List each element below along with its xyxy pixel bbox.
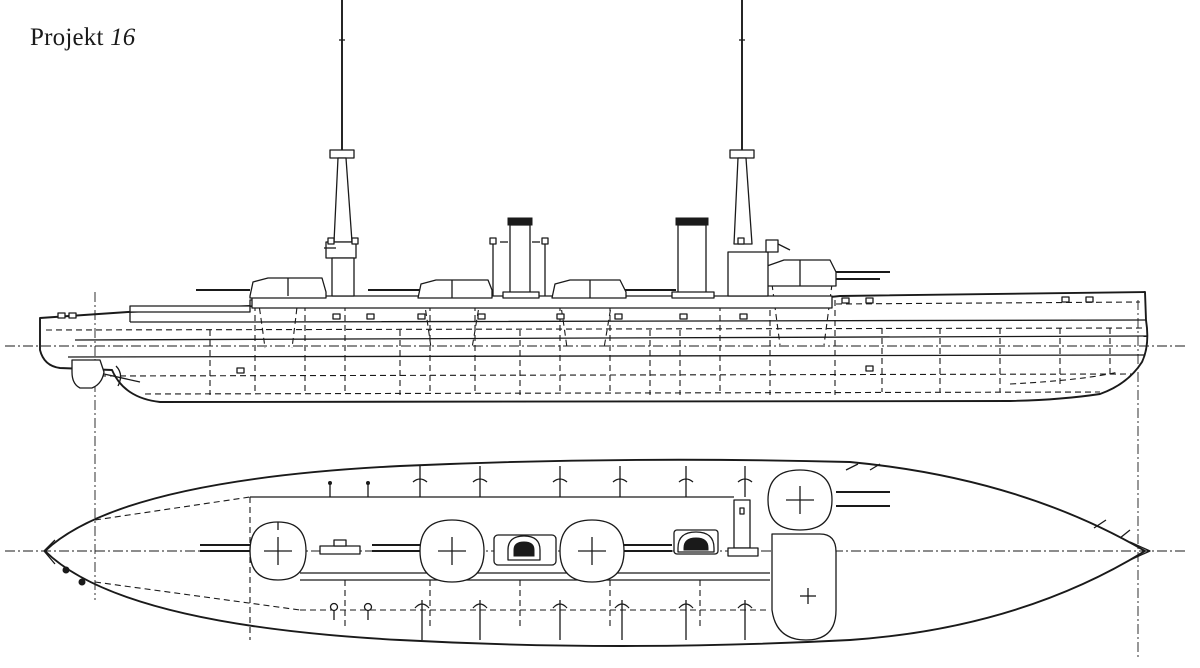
construction-lines <box>5 292 1188 660</box>
funnel-fore <box>671 217 715 299</box>
plan-fwd-superstructure <box>771 533 837 641</box>
main-deck-dash <box>45 327 1147 331</box>
turret-fore <box>763 259 890 287</box>
plan-turret-mid-1 <box>372 519 485 583</box>
portholes <box>57 296 1094 374</box>
drawing-title: Projekt 16 <box>30 24 135 52</box>
davits-stbd <box>329 600 753 640</box>
armour-deck-dash <box>89 373 1133 377</box>
propeller-shaft <box>103 373 141 383</box>
keel-dash <box>144 391 1101 395</box>
bulkheads <box>209 300 1111 395</box>
plan-turret-fore <box>767 469 890 531</box>
plan-bollard-2 <box>78 578 86 586</box>
rudder <box>71 359 105 389</box>
hull-outline <box>39 291 1149 403</box>
propeller <box>115 365 122 387</box>
forecastle-dash <box>835 301 1141 305</box>
bow-fitting <box>845 463 881 471</box>
belt-upper-line <box>74 335 1149 341</box>
deck-plan <box>43 458 1151 647</box>
title-prefix: Projekt <box>30 24 104 51</box>
plan-hull-outline <box>44 458 1146 647</box>
mast-fore <box>727 0 791 297</box>
title-number: 16 <box>110 24 136 51</box>
plan-funnel-aft <box>493 534 557 566</box>
upper-deck-line <box>130 319 1147 323</box>
plan-rail-port <box>94 496 251 521</box>
plan-funnel-fore <box>673 529 719 555</box>
turret-midships-1 <box>368 279 493 299</box>
mast-aft <box>324 0 359 297</box>
plan-deckhouse-1 <box>319 545 361 555</box>
anchor-gear <box>1093 519 1131 539</box>
turret-midships-2 <box>551 279 676 299</box>
plan-turret-aft <box>200 521 307 581</box>
side-profile <box>39 0 1149 403</box>
barbette-fwd-trace <box>771 283 833 346</box>
plan-bollard-1 <box>62 566 70 574</box>
funnel-aft <box>489 217 549 299</box>
belt-lower-line <box>67 354 1145 358</box>
davits-port <box>328 466 753 497</box>
plan-turret-mid-2 <box>559 519 672 583</box>
plan-rail-stbd <box>94 581 301 611</box>
bow-point <box>1129 541 1151 561</box>
plan-mast-house <box>733 499 751 549</box>
turret-aft <box>196 277 327 299</box>
shelter-deck <box>251 295 833 309</box>
stern-point <box>43 539 56 565</box>
